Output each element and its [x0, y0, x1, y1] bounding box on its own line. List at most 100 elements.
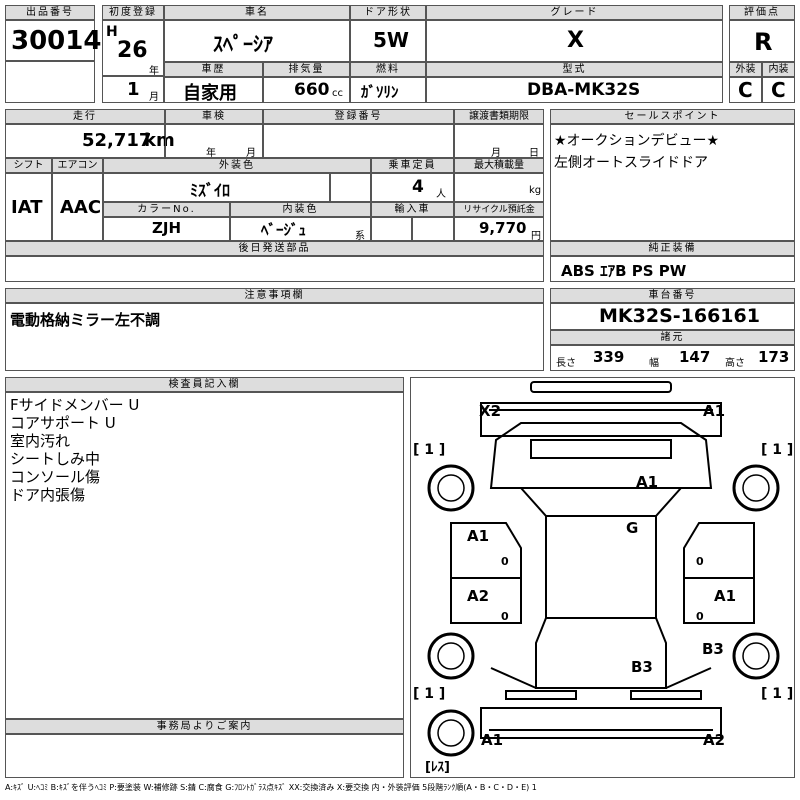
mark-trunk: B3: [631, 658, 653, 676]
inspector-line: ドア内張傷: [10, 486, 86, 504]
int-color-unit: 系: [355, 231, 365, 242]
displacement-label: 排気量: [263, 62, 350, 78]
lot-blank: [5, 61, 95, 103]
height-label: 高さ: [725, 358, 745, 369]
mark-roof: G: [626, 519, 638, 537]
capacity-cell: 4 人: [371, 172, 454, 202]
history-cell: 自家用: [164, 76, 263, 104]
transfer-cell: 月 日: [454, 123, 544, 159]
grade-cell: X: [426, 19, 723, 62]
inspector-line: シートしみ中: [10, 450, 101, 468]
fuel-label: 燃料: [350, 62, 426, 78]
model-label: 型式: [426, 62, 723, 78]
later-parts-cell: [5, 255, 544, 282]
color-no-label: カラーNo.: [103, 202, 230, 218]
office-label: 事務局よりご案内: [5, 719, 404, 735]
score: R: [754, 28, 773, 56]
mark-zero: 0: [696, 555, 704, 568]
tire-front-right: [ 1 ]: [761, 442, 793, 458]
ext-color-label: 外装色: [103, 158, 371, 174]
inspection-cell: 年 月: [165, 123, 263, 159]
first-reg-cell: H 26 年: [102, 19, 164, 77]
mark-rear-door-left: A2: [467, 587, 489, 605]
displacement-unit: cc: [332, 88, 343, 99]
mark-rear-door-right: A1: [714, 587, 736, 605]
displacement-cell: 660 cc: [263, 76, 350, 103]
mark-rear-left: A1: [481, 731, 503, 749]
recycle-cell: 9,770 円: [454, 216, 544, 242]
spare-tire: [ﾚｽ]: [425, 760, 450, 775]
mileage-unit: km: [144, 130, 175, 151]
transfer-label: 譲渡書類期限: [454, 109, 544, 125]
lot-cell: 30014: [5, 19, 101, 61]
mileage-label: 走行: [5, 109, 165, 125]
legend: A:ｷｽﾞ U:ﾍｺﾐ B:ｷｽﾞを伴うﾍｺﾐ P:要塗装 W:補修跡 S:錆 …: [5, 783, 537, 792]
car-diagram-svg: X2 A1 A1 G A1 A2 A1 B3 B3 A1 A2 [ 1 ] [ …: [413, 381, 793, 775]
fuel-cell: ｶﾞｿﾘﾝ: [350, 76, 426, 103]
color-no: ZJH: [152, 219, 182, 237]
recycle-label: リサイクル預託金: [454, 202, 544, 218]
shift-cell: IAT: [5, 172, 52, 241]
notes-label: 注意事項欄: [5, 288, 544, 304]
chassis-label: 車台番号: [550, 288, 795, 304]
first-reg-label: 初度登録: [102, 5, 164, 21]
inspector-label: 検査員記入欄: [5, 377, 404, 393]
genuine-cell: ABS ｴｱB PS PW: [550, 255, 795, 282]
capacity-unit: 人: [436, 189, 446, 200]
year-unit: 年: [149, 66, 159, 77]
mark-zero: 0: [501, 610, 509, 623]
mark-zero: 0: [501, 555, 509, 568]
int-color-label: 内装色: [230, 202, 371, 218]
ext-color-blank: [330, 172, 371, 202]
reg-year: 26: [117, 38, 148, 63]
mileage: 52,717: [82, 130, 152, 151]
interior-cell: C: [762, 76, 795, 103]
inspector-line: 室内汚れ: [10, 432, 71, 450]
inspector-line: コアサポート U: [10, 414, 116, 432]
notes-cell: 電動格納ミラー左不調: [5, 302, 544, 371]
reg-month: 1: [127, 79, 140, 100]
sales-point-line: ★オークションデビュー★: [554, 133, 720, 149]
exterior-grade: C: [738, 78, 753, 102]
length: 339: [593, 348, 625, 366]
int-color: ﾍﾞｰｼﾞｭ: [261, 221, 307, 239]
reg-month-cell: 1 月: [102, 76, 164, 103]
score-label: 評価点: [729, 5, 795, 21]
aircon: AAC: [60, 197, 102, 218]
shift-label: シフト: [5, 158, 52, 174]
width-label: 幅: [649, 358, 659, 369]
mark-front-right: A1: [703, 402, 725, 420]
max-load-cell: kg: [454, 172, 544, 202]
sales-point-label: セールスポイント: [550, 109, 795, 125]
height: 173: [758, 348, 790, 366]
ext-color-cell: ﾐｽﾞｲﾛ: [103, 172, 330, 202]
score-cell: R: [729, 19, 795, 62]
history-label: 車歴: [164, 62, 263, 78]
model-cell: DBA-MK32S: [426, 76, 723, 103]
dimensions-label: 諸元: [550, 330, 795, 346]
aircon-cell: AAC: [52, 172, 103, 241]
int-color-cell: ﾍﾞｰｼﾞｭ 系: [230, 216, 371, 242]
era: H: [106, 24, 118, 40]
capacity: 4: [412, 177, 424, 197]
inspection-label: 車検: [165, 109, 263, 125]
mark-rear-right: A2: [703, 731, 725, 749]
chassis-number: MK32S-166161: [599, 305, 760, 327]
door-cell: 5W: [350, 19, 426, 62]
interior-grade: C: [771, 78, 786, 102]
later-parts-label: 後日発送部品: [5, 241, 544, 257]
shift: IAT: [11, 197, 43, 218]
recycle: 9,770: [479, 219, 527, 237]
recycle-unit: 円: [531, 231, 541, 242]
color-no-cell: ZJH: [103, 216, 230, 241]
dimensions-cell: 長さ 339 幅 147 高さ 173: [550, 344, 795, 371]
exterior-cell: C: [729, 76, 762, 103]
max-load-label: 最大積載量: [454, 158, 544, 174]
insp-year-unit: 年: [206, 148, 216, 159]
fuel: ｶﾞｿﾘﾝ: [361, 83, 399, 101]
grade-label: グレード: [426, 5, 723, 21]
tire-rear-right: [ 1 ]: [761, 686, 793, 702]
genuine-label: 純正装備: [550, 241, 795, 257]
load-unit: kg: [529, 185, 542, 196]
chassis-cell: MK32S-166161: [550, 302, 795, 330]
